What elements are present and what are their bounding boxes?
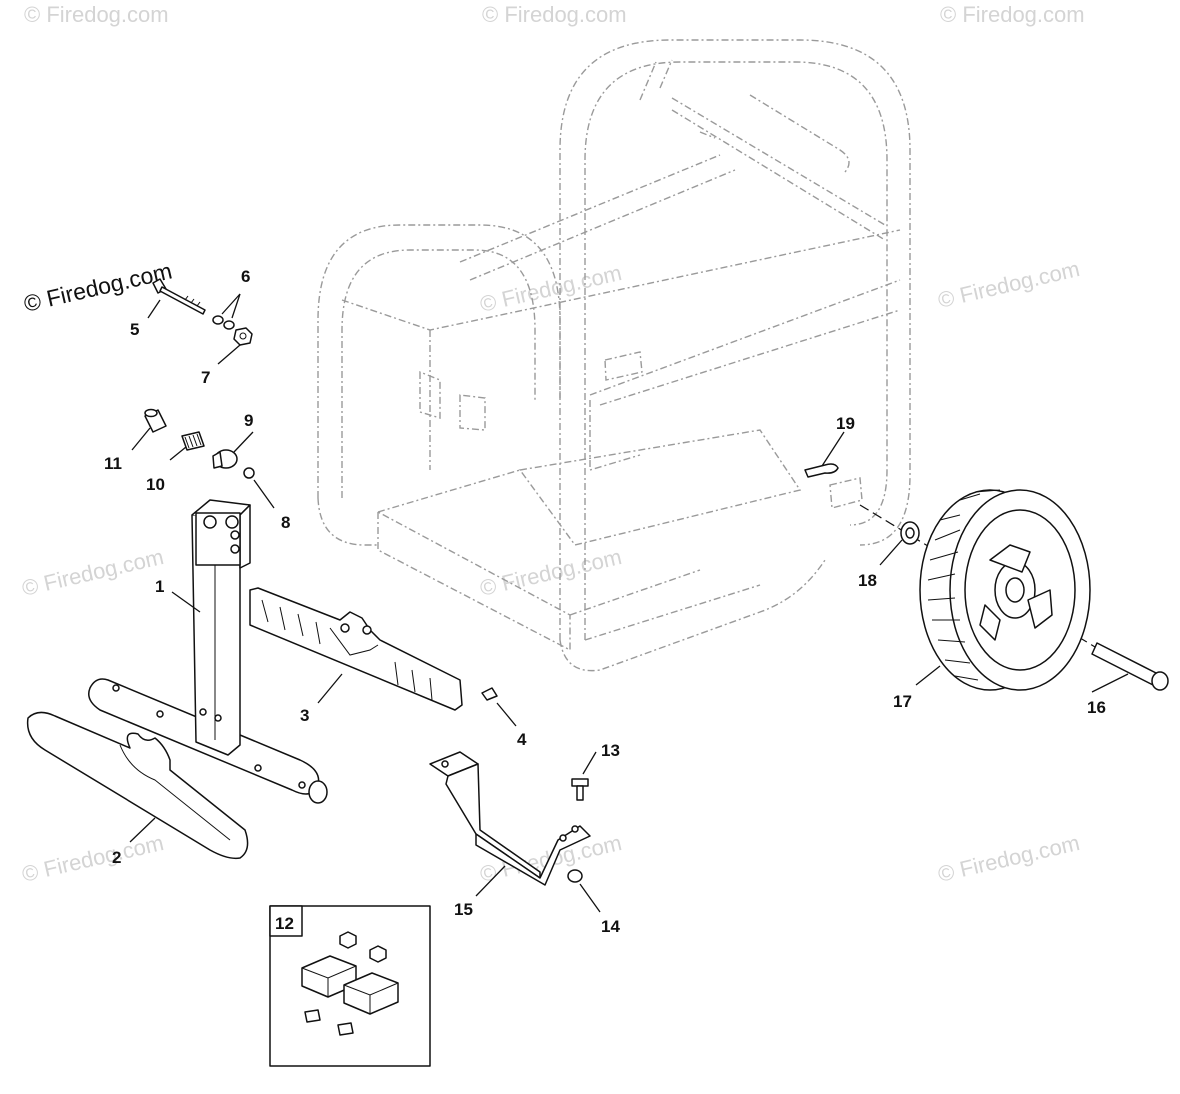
callout-labels: 1 2 3 4 5 6 7 8 9 10 11 12 13 14 15 16 1… [104, 267, 1106, 936]
callout-11: 11 [104, 454, 122, 473]
washer-part-18 [900, 521, 920, 545]
nut-part-7 [233, 327, 253, 346]
callout-16: 16 [1087, 698, 1106, 717]
watermark: © Firedog.com [936, 256, 1083, 313]
watermark: © Firedog.com [482, 2, 627, 27]
watermark: © Firedog.com [940, 2, 1085, 27]
bracket-part-15 [429, 751, 591, 886]
watermark: © Firedog.com [478, 544, 625, 601]
axle-pin-part-16 [1091, 642, 1169, 691]
callout-12: 12 [275, 914, 294, 933]
firedog-logo: © Firedog.com [21, 258, 174, 317]
callout-2: 2 [112, 848, 121, 867]
generator-frame-phantom [317, 39, 911, 672]
bolt-part-13 [571, 778, 589, 801]
cotter-pin-part-19 [804, 463, 839, 478]
foot-cover-part-2 [26, 711, 249, 860]
stand-tube-part-1 [88, 499, 328, 804]
callout-1: 1 [155, 577, 164, 596]
callout-17: 17 [893, 692, 912, 711]
callout-3: 3 [300, 706, 309, 725]
leader-lines [129, 293, 1129, 913]
callout-9: 9 [244, 411, 253, 430]
callout-4: 4 [517, 730, 527, 749]
watermark: © Firedog.com [24, 2, 169, 27]
foot-bracket-part-3 [249, 587, 463, 711]
callout-8: 8 [281, 513, 290, 532]
washers-part-6 [212, 315, 235, 330]
watermarks: © Firedog.com © Firedog.com © Firedog.co… [20, 2, 1085, 887]
callout-5: 5 [130, 320, 139, 339]
callout-14: 14 [601, 917, 620, 936]
callout-18: 18 [858, 571, 877, 590]
callout-15: 15 [454, 900, 473, 919]
spring-part-10 [181, 431, 205, 451]
watermark: © Firedog.com [936, 830, 1083, 887]
callout-7: 7 [201, 368, 210, 387]
callout-13: 13 [601, 741, 620, 760]
callout-19: 19 [836, 414, 855, 433]
knob-part-9 [212, 449, 238, 469]
callout-6: 6 [241, 267, 250, 286]
watermark: © Firedog.com [20, 544, 167, 601]
screw-part-4 [481, 687, 498, 701]
bolt-part-5 [152, 278, 206, 315]
kit-box-part-12 [269, 905, 431, 1067]
grommet-part-14 [567, 869, 583, 883]
callout-10: 10 [146, 475, 165, 494]
watermark: © Firedog.com [20, 830, 167, 887]
pin-part-11 [144, 408, 167, 433]
screw-part-8 [243, 467, 255, 479]
wheel-part-17 [919, 489, 1091, 691]
